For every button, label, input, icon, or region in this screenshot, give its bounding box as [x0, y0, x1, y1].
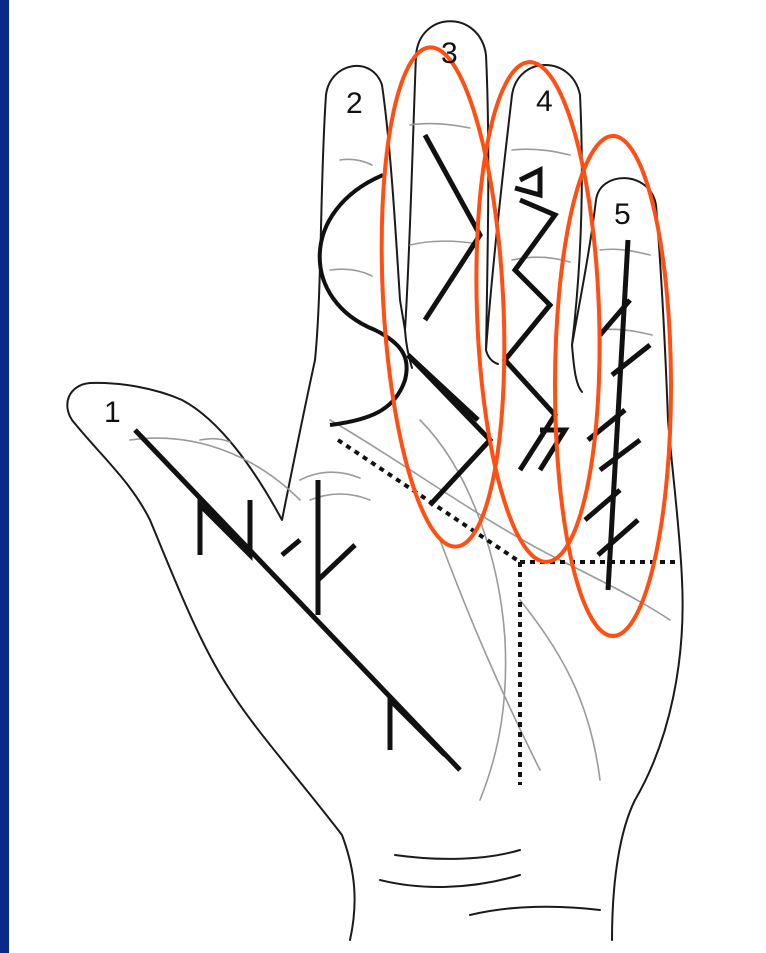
finger-label-ring: 4	[536, 85, 553, 118]
finger-label-little: 5	[614, 198, 631, 231]
finger-label-thumb: 1	[104, 396, 121, 429]
finger-label-middle: 3	[441, 37, 458, 70]
pattern-lines	[135, 135, 650, 770]
palm-creases	[130, 124, 670, 800]
finger-label-index: 2	[346, 87, 363, 120]
